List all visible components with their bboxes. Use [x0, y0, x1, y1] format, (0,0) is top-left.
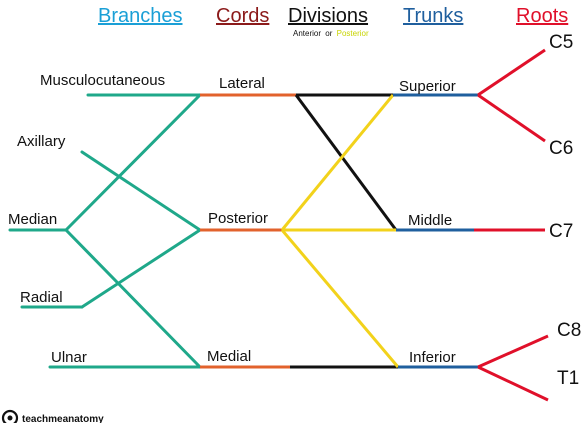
radial-branch-line — [80, 228, 202, 309]
cord-lines — [200, 93, 296, 369]
median-to-medial-line — [64, 228, 202, 369]
label-musculocutaneous: Musculocutaneous — [40, 72, 165, 89]
c5-root-line — [477, 48, 546, 97]
label-median: Median — [8, 211, 57, 228]
c8-root-line — [477, 334, 549, 369]
legend-posterior: Posterior — [337, 29, 369, 38]
header-trunks: Trunks — [403, 5, 463, 27]
label-superior: Superior — [399, 78, 456, 95]
inferior-posterior-division — [280, 229, 400, 368]
label-medial: Medial — [207, 348, 251, 365]
label-c5: C5 — [549, 32, 573, 53]
logo-icon — [1, 409, 19, 423]
header-branches: Branches — [98, 5, 183, 27]
header-roots: Roots — [516, 5, 568, 27]
header-divisions: Divisions — [288, 5, 368, 27]
c6-root-line — [477, 93, 546, 143]
label-radial: Radial — [20, 289, 63, 306]
logo-text: teachmeanatomy — [22, 414, 104, 423]
anterior-division-lines — [290, 93, 398, 369]
label-inferior: Inferior — [409, 349, 456, 366]
middle-anterior-division — [294, 94, 398, 231]
divisions-legend: Anterior or Posterior — [293, 29, 369, 38]
legend-anterior: Anterior — [293, 29, 321, 38]
legend-or: or — [325, 29, 332, 38]
label-c7: C7 — [549, 221, 573, 242]
label-c8: C8 — [557, 320, 581, 341]
label-c6: C6 — [549, 138, 573, 159]
lateral-to-median-line — [64, 93, 202, 232]
label-middle: Middle — [408, 212, 452, 229]
label-lateral: Lateral — [219, 75, 265, 92]
label-ulnar: Ulnar — [51, 349, 87, 366]
logo-icon-center — [7, 415, 13, 421]
label-t1: T1 — [557, 368, 579, 389]
root-lines — [474, 48, 549, 402]
axillary-branch-line — [80, 150, 202, 232]
label-axillary: Axillary — [17, 133, 66, 150]
branch-lines — [8, 93, 202, 369]
header-cords: Cords — [216, 5, 269, 27]
logo: teachmeanatomy — [1, 409, 104, 423]
superior-posterior-division — [280, 94, 395, 231]
label-posterior: Posterior — [208, 210, 268, 227]
trunk-lines — [393, 93, 478, 369]
t1-root-line — [477, 365, 549, 402]
posterior-division-lines — [280, 94, 400, 368]
